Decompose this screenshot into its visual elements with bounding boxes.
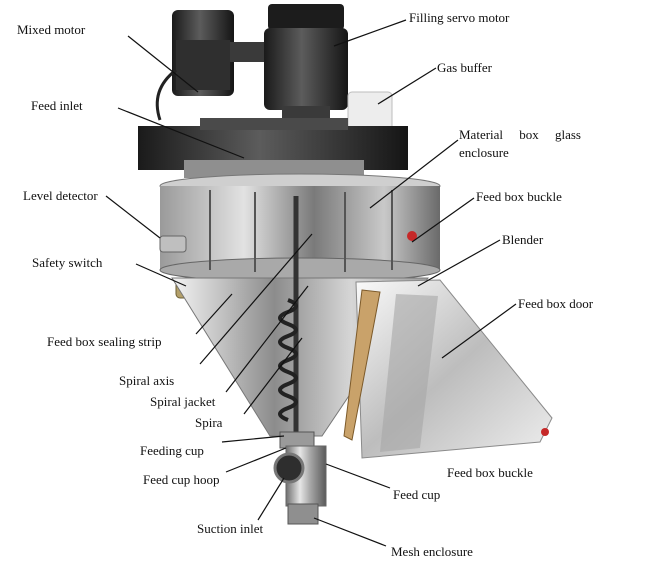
top-housing-shape	[138, 118, 408, 178]
mixed-motor-shape	[155, 10, 270, 121]
feed-box-door-shape	[343, 231, 553, 459]
leader-feed-cup-hoop	[225, 447, 287, 473]
label-feed-box-door: Feed box door	[518, 296, 594, 311]
leader-filling-servo-motor	[333, 19, 407, 47]
leader-safety-switch	[135, 263, 187, 287]
label-gas-buffer: Gas buffer	[437, 60, 492, 75]
leader-spiral-axis	[199, 233, 313, 365]
servo-motor-shape	[264, 4, 348, 124]
leader-feed-cup	[325, 463, 391, 489]
label-spira: Spira	[195, 415, 223, 430]
leader-mesh-enclosure	[313, 517, 387, 547]
label-feed-box-buckle-bottom: Feed box buckle	[447, 465, 533, 480]
label-feed-cup-hoop: Feed cup hoop	[143, 472, 220, 487]
leader-mixed-motor	[127, 35, 199, 93]
label-material-box-glass-enclosure: Material box glass enclosure	[459, 127, 581, 160]
leader-glass-enclosure	[369, 139, 459, 209]
label-mesh-enclosure: Mesh enclosure	[391, 544, 473, 559]
leader-level-detector	[105, 195, 161, 239]
label-feeding-cup: Feeding cup	[140, 443, 204, 458]
label-level-detector: Level detector	[23, 188, 98, 203]
leader-feed-box-buckle-top	[411, 197, 475, 243]
label-feed-inlet: Feed inlet	[31, 98, 83, 113]
leader-blender	[417, 239, 501, 287]
label-suction-inlet: Suction inlet	[197, 521, 264, 536]
leader-gas-buffer	[377, 67, 437, 105]
leader-lines	[105, 19, 517, 547]
leader-spira	[243, 337, 303, 415]
leader-feed-box-door	[441, 303, 517, 359]
label-feed-box-buckle-top: Feed box buckle	[476, 189, 562, 204]
feed-cup-assembly-shape	[273, 431, 327, 525]
label-feed-box-sealing-strip: Feed box sealing strip	[47, 334, 162, 349]
leader-feed-box-sealing-strip	[195, 293, 233, 335]
label-mixed-motor: Mixed motor	[17, 22, 86, 37]
label-blender: Blender	[502, 232, 544, 247]
label-filling-servo-motor: Filling servo motor	[409, 10, 510, 25]
label-spiral-jacket: Spiral jacket	[150, 394, 216, 409]
label-spiral-axis: Spiral axis	[119, 373, 175, 388]
leader-feed-inlet	[117, 107, 245, 159]
glass-enclosure-shape	[159, 173, 441, 299]
label-feed-cup: Feed cup	[393, 487, 441, 502]
leader-feeding-cup	[221, 435, 285, 443]
leader-spiral-jacket	[225, 285, 309, 393]
leader-suction-inlet	[257, 477, 285, 521]
label-safety-switch: Safety switch	[32, 255, 103, 270]
